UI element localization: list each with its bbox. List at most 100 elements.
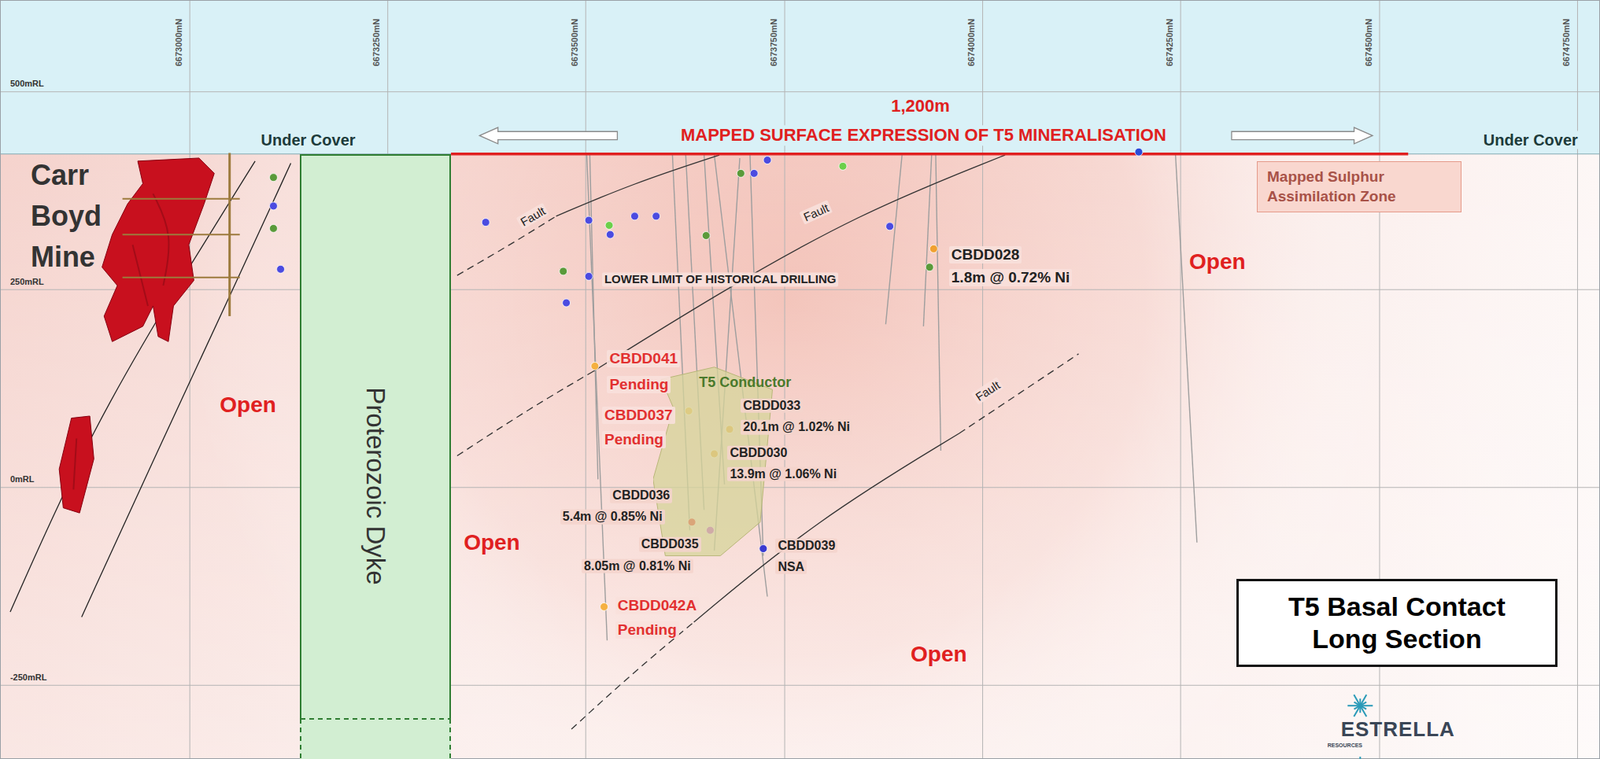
fault-line (457, 216, 557, 276)
assay-result: 20.1m @ 1.02% Ni (740, 420, 853, 435)
orebody-shading (133, 244, 148, 307)
drill-intercept (269, 224, 278, 233)
logo-subtext: RESOURCES (1327, 742, 1363, 750)
elevation-label: -250mRL (10, 672, 47, 684)
assay-result: 1.8m @ 0.72% Ni (949, 269, 1073, 287)
drill-intercept (838, 162, 847, 170)
hole-id: CBDD030 (727, 445, 790, 460)
fault-label: Fault (799, 199, 834, 226)
drill-hole (923, 155, 932, 327)
span-arrow (1231, 127, 1373, 145)
fault-label: Fault (515, 203, 550, 231)
grid-label: 6673750mN (768, 16, 779, 70)
mine-level (122, 277, 241, 279)
logo-text: ESTRELLA (1341, 718, 1456, 743)
grid-label: 6673500mN (569, 16, 581, 70)
hole-id: CBDD036 (609, 488, 673, 503)
section-title: T5 Basal Contact Long Section (1271, 591, 1523, 656)
fault-label: Fault (971, 376, 1005, 406)
mine-level (122, 198, 241, 200)
grid-line (1577, 0, 1578, 759)
mine-name: Carr Boyd Mine (30, 155, 118, 278)
open-label: Open (1189, 249, 1246, 275)
logo-star (1359, 757, 1361, 759)
hole-id: CBDD041 (606, 350, 680, 368)
zone-box: Mapped Sulphur Assimilation Zone (1256, 161, 1462, 213)
span-arrow (479, 127, 618, 145)
fault-line (556, 155, 720, 217)
conductor-label: T5 Conductor (698, 374, 791, 392)
grid-line (0, 289, 1600, 291)
open-label: Open (463, 530, 521, 556)
drill-intercept (591, 362, 599, 370)
logo-star (1359, 702, 1367, 707)
drill-intercept (481, 218, 490, 227)
grid-label: 6674000mN (966, 16, 977, 70)
drill-intercept (277, 265, 285, 274)
status-note: Pending (606, 376, 671, 394)
drill-hole (589, 155, 598, 480)
fault-line (457, 372, 592, 456)
drill-hole (1175, 155, 1198, 544)
status-note: Pending (615, 621, 680, 640)
assay-result: 5.4m @ 0.85% Ni (560, 509, 666, 525)
conductor-plate: T5 Conductor (653, 363, 823, 561)
logo-star (1359, 705, 1367, 717)
fault-line (591, 155, 1006, 373)
grid-line (0, 487, 1600, 488)
status-note: Pending (602, 431, 666, 449)
mineralisation-surface-line (450, 152, 1408, 156)
drill-intercept (559, 267, 568, 276)
conductor-outline (653, 363, 823, 561)
logo-star (1353, 705, 1360, 717)
distance-label: 1,200m (888, 96, 953, 116)
drill-intercept (736, 169, 745, 178)
orebody (59, 416, 94, 514)
dyke-band: Proterozoic Dyke (299, 154, 451, 759)
grid-line (189, 0, 191, 759)
drill-intercept (630, 212, 639, 221)
drill-intercept (600, 602, 609, 611)
grid-line (982, 0, 983, 759)
drill-intercept (562, 299, 571, 307)
drill-intercept (606, 230, 614, 239)
drill-intercept (1134, 147, 1143, 156)
drill-intercept (584, 216, 593, 225)
drill-intercept (605, 221, 614, 230)
drill-intercept (763, 156, 772, 165)
logo-star (1359, 694, 1367, 706)
grid-label: 6674250mN (1164, 16, 1176, 70)
drill-intercept (269, 173, 278, 182)
ground (0, 154, 1600, 759)
grid-label: 6674500mN (1363, 16, 1374, 70)
assay-result: 13.9m @ 1.06% Ni (727, 467, 839, 482)
fault-line (959, 354, 1079, 434)
dyke-label: Proterozoic Dyke (360, 387, 391, 586)
mine-level (122, 233, 241, 236)
drill-hole (935, 155, 941, 451)
open-label: Open (219, 392, 277, 418)
elevation-label: 500mRL (10, 78, 45, 89)
sky-band (0, 0, 1600, 155)
elevation-label: 250mRL (10, 277, 45, 288)
drill-hole (885, 155, 902, 325)
drill-intercept (702, 232, 710, 241)
hole-id: CBDD033 (740, 399, 803, 414)
zone-label: Mapped Sulphur Assimilation Zone (1267, 167, 1452, 207)
logo-star (1353, 694, 1360, 706)
grid-label: 6673250mN (371, 16, 382, 70)
cover-label: Under Cover (1481, 130, 1581, 149)
drill-intercept (750, 169, 758, 178)
orebody-shading (73, 439, 77, 491)
surface-line (0, 153, 1600, 155)
grid-line (585, 0, 587, 759)
drill-intercept (269, 202, 278, 211)
open-label: Open (910, 642, 968, 668)
hole-id: CBDD037 (602, 406, 676, 425)
grid-label: 6673000mN (173, 16, 185, 70)
grid-line (0, 91, 1600, 93)
orebody (102, 158, 215, 342)
